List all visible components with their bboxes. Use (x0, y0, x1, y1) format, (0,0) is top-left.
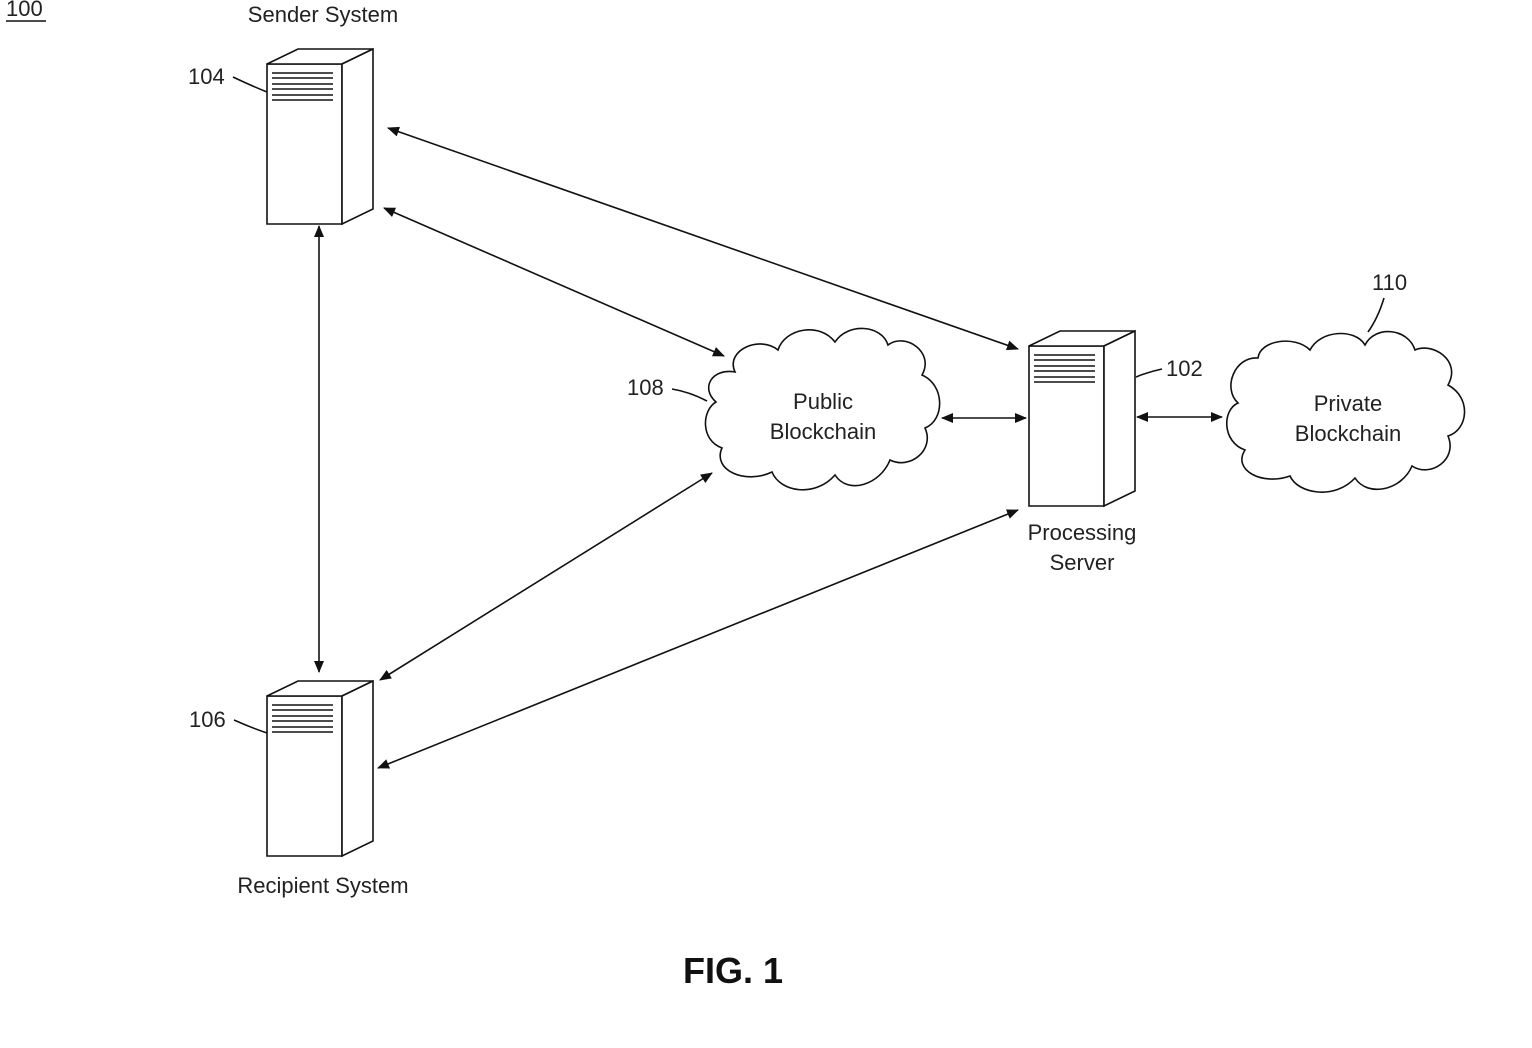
processing-server-ref: 102 (1166, 356, 1203, 381)
processing-ref-leader (1136, 369, 1162, 377)
sender-system-ref: 104 (188, 64, 225, 89)
private-blockchain-label-line2: Blockchain (1295, 421, 1401, 446)
recipient-ref-leader (234, 720, 267, 733)
private-blockchain-label-line1: Private (1314, 391, 1382, 416)
private-ref-leader (1368, 298, 1384, 332)
public-blockchain-label-line1: Public (793, 389, 853, 414)
figure-ref: 100 (6, 0, 43, 21)
private-blockchain-ref: 110 (1372, 270, 1407, 295)
arrow-sender-processing (388, 128, 1018, 349)
recipient-system-server (267, 681, 373, 856)
public-ref-leader (672, 389, 707, 401)
processing-server-label-line2: Server (1050, 550, 1115, 575)
arrow-sender-public-blockchain (384, 208, 724, 356)
sender-system-label: Sender System (248, 2, 398, 27)
figure-caption: FIG. 1 (683, 950, 783, 991)
sender-ref-leader (233, 77, 267, 92)
recipient-system-ref: 106 (189, 707, 226, 732)
sender-system-server (267, 49, 373, 224)
processing-server (1029, 331, 1135, 506)
processing-server-label-line1: Processing (1028, 520, 1137, 545)
recipient-system-label: Recipient System (237, 873, 408, 898)
public-blockchain-label-line2: Blockchain (770, 419, 876, 444)
public-blockchain-ref: 108 (627, 375, 664, 400)
arrow-recipient-public-blockchain (380, 473, 712, 680)
arrow-recipient-processing (378, 510, 1018, 768)
